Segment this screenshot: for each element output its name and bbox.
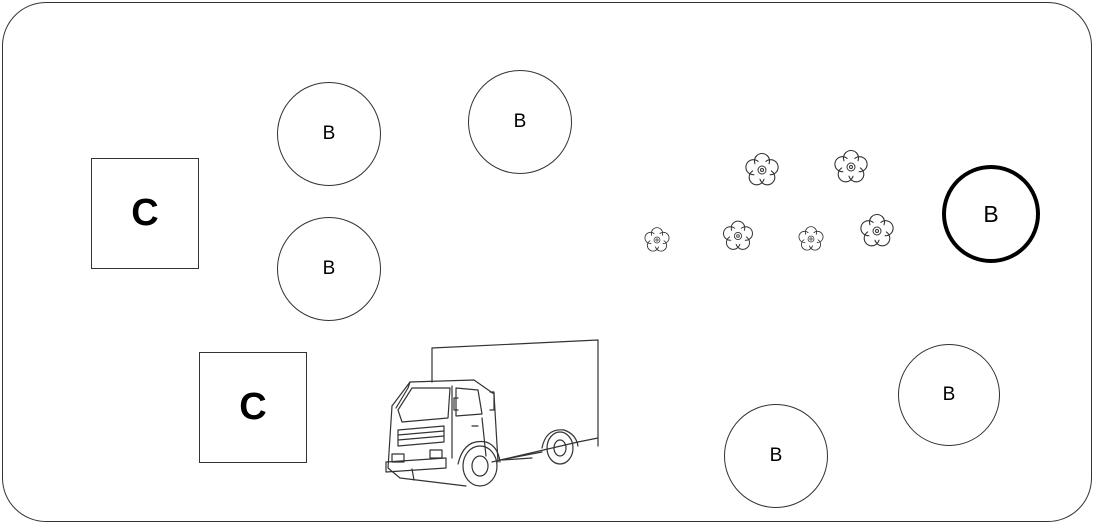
circle-b-3: B xyxy=(277,217,381,321)
truck-icon xyxy=(382,338,602,498)
circle-b-1: B xyxy=(277,82,381,186)
square-c-2: C xyxy=(199,352,307,463)
circle-b-4: B xyxy=(898,344,1000,446)
flower-icon xyxy=(857,211,897,251)
square-c-1: C xyxy=(91,158,199,269)
flower-icon xyxy=(796,224,826,254)
circle-b-5: B xyxy=(724,404,828,508)
flower-icon xyxy=(720,218,756,254)
flower-icon xyxy=(642,225,672,255)
circle-b-2: B xyxy=(468,70,572,174)
circle-b-bold: B xyxy=(942,165,1040,263)
flower-icon xyxy=(742,150,782,190)
flower-icon xyxy=(831,147,871,187)
